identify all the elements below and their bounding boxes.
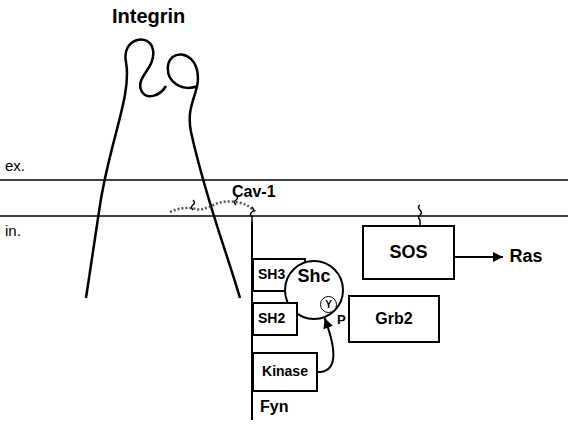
integrin-subunit xyxy=(86,40,166,298)
protein-circle: Y xyxy=(320,296,337,313)
membrane-line xyxy=(0,179,568,181)
protein-name: SOS xyxy=(389,243,427,263)
caveolin-loop xyxy=(170,202,256,213)
diagram-label: Integrin xyxy=(112,5,185,28)
arrow-head xyxy=(493,252,503,262)
protein-name: Ras xyxy=(509,247,542,267)
diagram-label: Cav-1 xyxy=(232,183,276,201)
protein-name: Y xyxy=(325,299,332,310)
protein-box: SOS xyxy=(362,225,455,280)
arrow-head xyxy=(323,318,332,329)
lipid-anchor xyxy=(251,207,254,222)
diagram-label: in. xyxy=(5,222,21,239)
protein-box: Ras xyxy=(503,244,549,270)
protein-box: Kinase xyxy=(252,352,318,392)
protein-name: Kinase xyxy=(262,364,308,379)
protein-name: Grb2 xyxy=(375,310,412,328)
connector-arrow xyxy=(318,318,333,372)
diagram-label: ex. xyxy=(5,157,25,174)
protein-box: SH2 xyxy=(252,302,298,336)
diagram-label: P xyxy=(337,312,346,327)
protein-box: Grb2 xyxy=(348,295,440,343)
diagram-label: Fyn xyxy=(260,398,288,416)
lipid-anchor xyxy=(419,205,422,225)
membrane-line xyxy=(0,215,568,217)
protein-name: Shc xyxy=(297,267,330,287)
integrin-subunit xyxy=(168,54,240,298)
lipid-anchor xyxy=(192,200,195,210)
protein-name: SH3 xyxy=(258,267,285,282)
protein-name: SH2 xyxy=(258,311,285,326)
